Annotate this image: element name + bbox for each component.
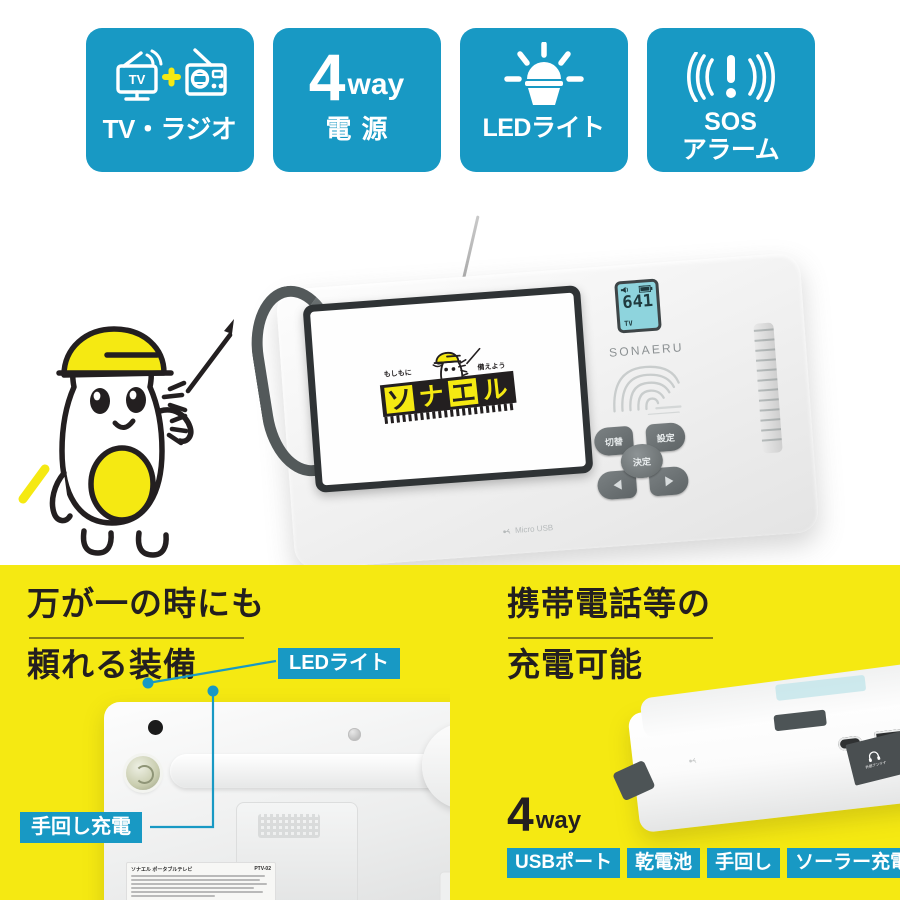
headline-right-line1: 携帯電話等の: [507, 585, 711, 622]
sos-siren-icon: [647, 38, 815, 116]
portable-tv-device: もしもに 備えよう ソ ナ エ ル: [225, 203, 865, 565]
vent-grid: [258, 814, 320, 838]
usb-icon: [689, 757, 697, 763]
chip-solar-charge: ソーラー充電: [787, 848, 900, 878]
lcd-channel-number: 641: [621, 290, 654, 314]
bottom-right-panel: 携帯電話等の 充電可能 外部アンテナ: [450, 565, 900, 900]
product-label-name: ソナエル ポータブルテレビ: [131, 867, 193, 873]
badge-led-light: LEDライト: [459, 28, 628, 172]
usb-icon: [503, 528, 511, 534]
device-back-view: ソナエル ポータブルテレビ PTV-02: [104, 702, 450, 900]
badge-label: LEDライト: [482, 114, 605, 142]
chevron-left-icon: [612, 479, 622, 491]
chevron-right-icon: [664, 475, 674, 487]
speaker-grille: [605, 360, 687, 418]
lcd-screen: もしもに 備えよう ソ ナ エ ル: [309, 292, 587, 486]
headline-right-line2: 充電可能: [507, 646, 643, 683]
product-spec-label: ソナエル ポータブルテレビ PTV-02: [126, 862, 276, 900]
svg-text:ナ: ナ: [417, 381, 445, 413]
screen-bezel: もしもに 備えよう ソ ナ エ ル: [302, 285, 594, 493]
badge-label: TV・ラジオ: [102, 114, 237, 144]
svg-text:TV: TV: [128, 72, 145, 87]
hand-crank-bar: [170, 754, 450, 788]
logo-tagline-right: 備えよう: [477, 361, 506, 372]
svg-text:エ: エ: [449, 377, 477, 409]
speaker-icon: [620, 286, 628, 293]
battery-icon: [638, 284, 653, 293]
tv-plus-radio-icon: TV: [86, 38, 254, 116]
headline-left-line2: 頼れる装備: [27, 646, 197, 683]
sos-text: SOS: [704, 108, 757, 136]
badge-tv-radio: TV TV・ラジオ: [85, 28, 254, 172]
power-method-chip-row: USBポート 乾電池 手回し ソーラー充電: [507, 848, 900, 878]
sub-lcd-display: 641 TV: [614, 278, 662, 334]
product-label-fineprint: [131, 875, 271, 897]
chip-dry-battery: 乾電池: [627, 848, 701, 878]
hand-crank-knob: [422, 723, 450, 809]
micro-usb-mark: Micro USB: [503, 523, 553, 536]
svg-text:ソ: ソ: [386, 384, 414, 416]
badge-label: アラーム: [681, 136, 780, 164]
badge-power-4way: 4 way 電源: [272, 28, 441, 172]
bottom-section: 万が一の時にも 頼れる装備: [0, 565, 900, 900]
led-light-lens: [126, 756, 160, 790]
four-number: 4: [308, 39, 346, 114]
device-top-face: [639, 661, 900, 739]
chip-usb-port: USBポート: [507, 848, 621, 878]
hero-section: もしもに 備えよう ソ ナ エ ル: [0, 173, 900, 565]
screw: [348, 728, 361, 741]
headline-left-rule: [29, 637, 244, 639]
lcd-mode-label: TV: [623, 319, 633, 329]
headphone-icon: [869, 751, 881, 762]
bottom-left-panel: 万が一の時にも 頼れる装備: [0, 565, 450, 900]
port-label-item: 外部アンテナ: [861, 748, 888, 771]
four-way-heading: 4 way: [507, 789, 582, 842]
strap-tab: [612, 759, 656, 802]
feature-badge-row: TV TV・ラジオ: [0, 28, 900, 173]
led-lamp-icon: [460, 38, 628, 116]
tag-hand-crank: 手回し充電: [20, 812, 142, 843]
way-text: way: [347, 68, 405, 102]
tag-led-light: LEDライト: [278, 648, 400, 679]
sonaeru-logo: もしもに 備えよう ソ ナ エ ル: [370, 345, 525, 434]
logo-tagline-left: もしもに: [383, 369, 412, 379]
stand-leg: [434, 814, 450, 900]
svg-text:ル: ル: [481, 374, 509, 406]
four-number: 4: [507, 789, 534, 842]
product-label-model: PTV-02: [254, 866, 271, 872]
four-way-icon: 4 way: [273, 38, 441, 116]
sensor-dot: [148, 720, 163, 735]
headline-right-rule: [508, 637, 713, 639]
port-label-strip: 外部アンテナ イヤホン DC5V出力 DC5V入力: [845, 706, 900, 786]
headline-left-line1: 万が一の時にも: [27, 585, 265, 622]
device-side-view: [612, 661, 900, 834]
mascot-character: [12, 301, 237, 565]
micro-usb-mark-side: [689, 756, 699, 765]
way-text: way: [535, 807, 582, 835]
chip-hand-crank: 手回し: [707, 848, 781, 878]
badge-label: 電源: [325, 114, 398, 144]
badge-sos-alarm: SOS アラーム: [646, 28, 815, 172]
control-pad: 決定 切替 設定: [592, 421, 693, 505]
